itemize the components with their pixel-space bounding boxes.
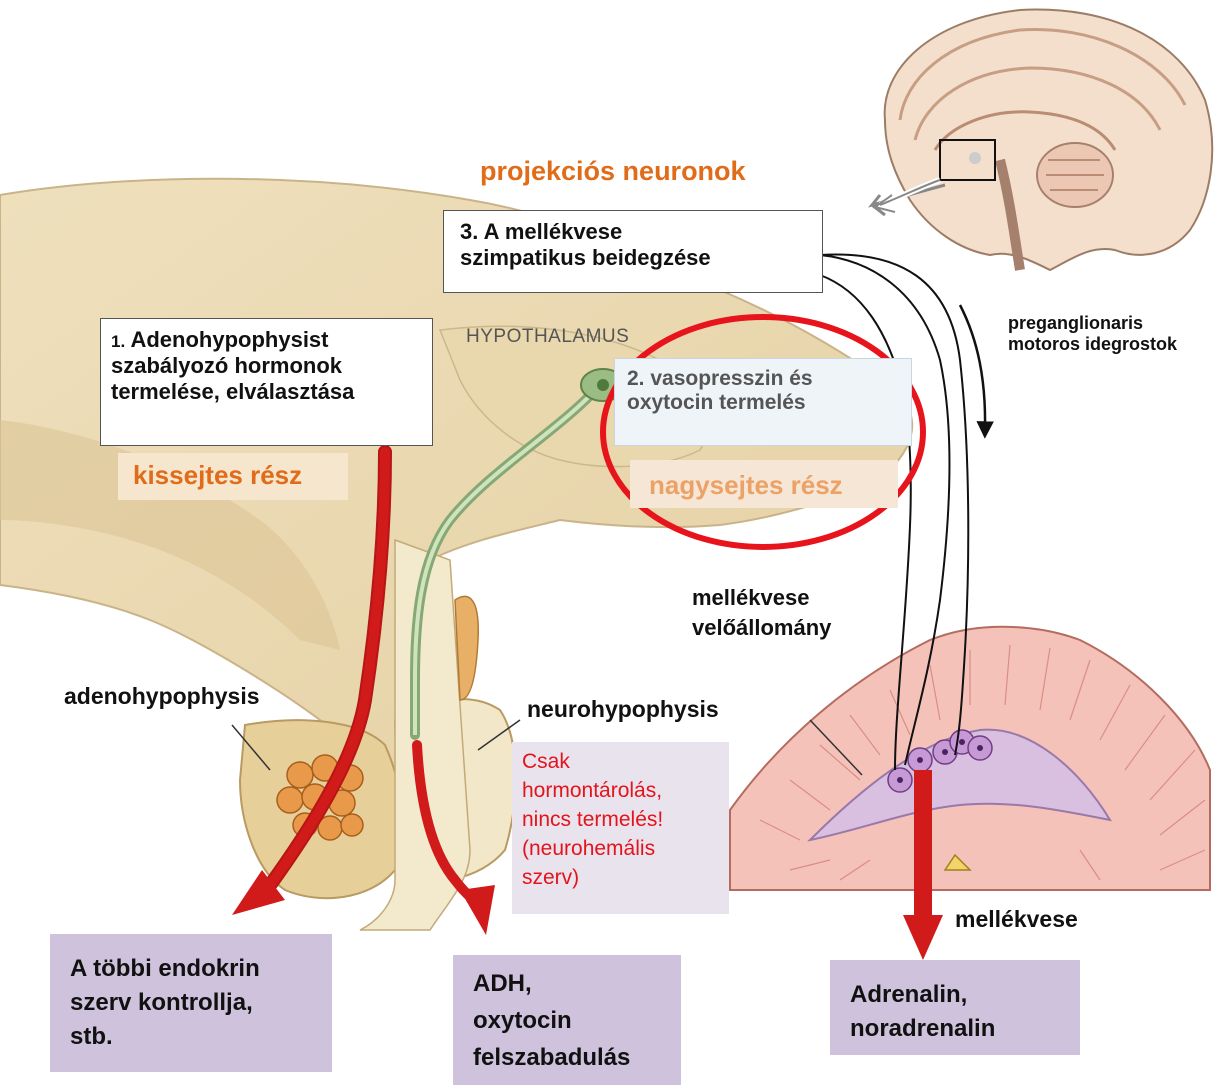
hypothalamus-label: HYPOTHALAMUS xyxy=(466,326,629,348)
box-3-line-2: szimpatikus beidegzése xyxy=(460,245,806,271)
preganglionic-label: preganglionaris motoros idegrostok xyxy=(1008,313,1177,355)
neurohypophysis-label: neurohypophysis xyxy=(527,696,719,723)
note-line-1: Csak xyxy=(522,747,719,776)
box-1-line-1: 1. Adenohypophysist xyxy=(111,327,422,353)
adenohypophysis-label: adenohypophysis xyxy=(64,683,260,710)
box-2-line-2: oxytocin termelés xyxy=(627,391,899,415)
output-box-adrenalin: Adrenalin, noradrenalin xyxy=(830,960,1080,1055)
projection-neurons-title: projekciós neuronok xyxy=(480,156,746,187)
out-3-line-1: Adrenalin, xyxy=(850,978,1060,1012)
medulla-label: mellékvese velőállomány xyxy=(692,583,831,643)
brain-sagittal-inset xyxy=(885,10,1213,270)
out-2-line-2: oxytocin xyxy=(473,1002,661,1039)
out-1-line-2: szerv kontrollja, xyxy=(70,986,312,1020)
note-line-4: (neurohemális xyxy=(522,834,719,863)
posterior-lobe-bump xyxy=(455,596,478,700)
note-line-5: szerv) xyxy=(522,863,719,892)
out-2-line-1: ADH, xyxy=(473,965,661,1002)
box-2-vasopressin: 2. vasopresszin és oxytocin termelés xyxy=(614,358,912,446)
box-1-line-2: szabályozó hormonok xyxy=(111,353,422,379)
out-2-line-3: felszabadulás xyxy=(473,1039,661,1076)
preganglionic-line-2: motoros idegrostok xyxy=(1008,334,1177,355)
kissejtes-label: kissejtes rész xyxy=(133,460,302,491)
output-box-endocrine-control: A többi endokrin szerv kontrollja, stb. xyxy=(50,934,332,1072)
adrenal-label: mellékvese xyxy=(955,906,1078,933)
box-1-number: 1. xyxy=(111,332,125,351)
note-line-3: nincs termelés! xyxy=(522,805,719,834)
nagysejtes-label: nagysejtes rész xyxy=(649,470,843,501)
medulla-line-1: mellékvese xyxy=(692,583,831,613)
neurohemal-note-box: Csak hormontárolás, nincs termelés! (neu… xyxy=(512,742,729,914)
box-2-line-1: 2. vasopresszin és xyxy=(627,367,899,391)
preganglionic-line-1: preganglionaris xyxy=(1008,313,1177,334)
out-1-line-1: A többi endokrin xyxy=(70,952,312,986)
box-1-line-1-text: Adenohypophysist xyxy=(130,327,328,352)
output-box-adh-oxytocin: ADH, oxytocin felszabadulás xyxy=(453,955,681,1085)
box-1-line-3: termelése, elválasztása xyxy=(111,379,422,405)
box-1-adenohypophysis-regulation: 1. Adenohypophysist szabályozó hormonok … xyxy=(100,318,433,446)
out-3-line-2: noradrenalin xyxy=(850,1012,1060,1046)
box-3-line-1: 3. A mellékvese xyxy=(460,219,806,245)
box-3-adrenal-innervation: 3. A mellékvese szimpatikus beidegzése xyxy=(443,210,823,293)
note-line-2: hormontárolás, xyxy=(522,776,719,805)
medulla-line-2: velőállomány xyxy=(692,613,831,643)
out-1-line-3: stb. xyxy=(70,1020,312,1054)
